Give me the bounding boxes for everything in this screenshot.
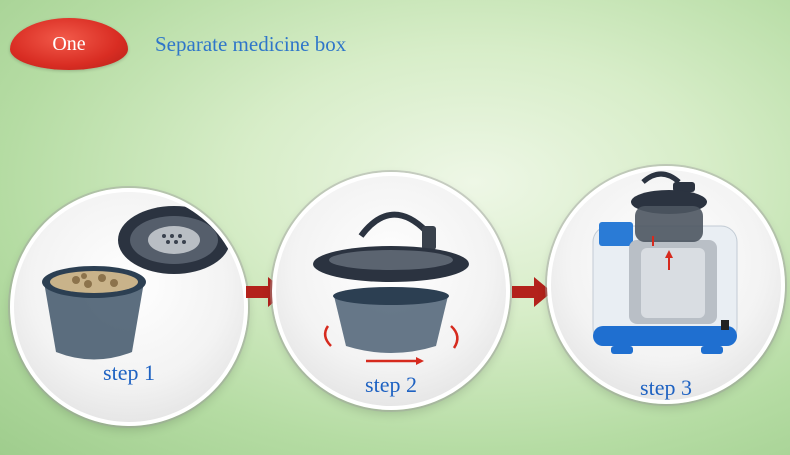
step-1-panel: step 1 bbox=[10, 188, 248, 426]
section-badge-label: One bbox=[52, 32, 86, 55]
section-badge: One bbox=[10, 18, 128, 70]
section-title: Separate medicine box bbox=[155, 32, 347, 56]
step-3-illustration bbox=[592, 171, 738, 354]
step-2-label: step 2 bbox=[365, 372, 417, 397]
step-2-illustration bbox=[313, 211, 469, 365]
arrow-right-icon bbox=[512, 277, 552, 307]
step-1-label: step 1 bbox=[103, 360, 155, 385]
step-1-illustration bbox=[42, 206, 230, 360]
step-2-panel: step 2 bbox=[272, 172, 510, 410]
step-3-panel: step 3 bbox=[547, 166, 785, 404]
step-3-label: step 3 bbox=[640, 375, 692, 400]
